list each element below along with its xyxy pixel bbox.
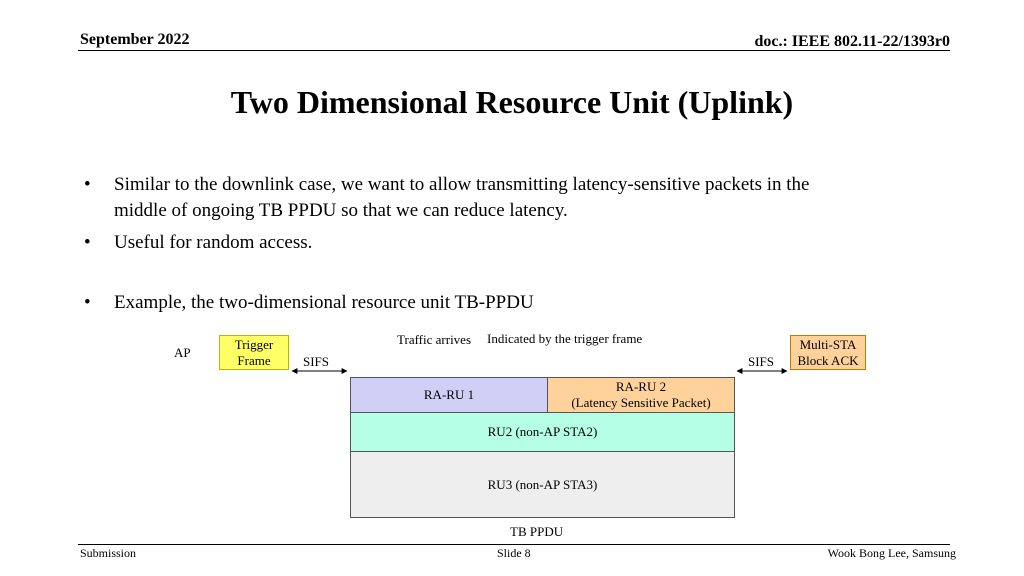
tb-ppdu-label: TB PPDU — [510, 524, 564, 539]
bullet-item: • Similar to the downlink case, we want … — [84, 172, 964, 224]
footer-submission: Submission — [80, 546, 137, 560]
trigger-frame-label: Trigger — [234, 336, 274, 352]
ra-ru2-label: RA-RU 2 — [615, 379, 667, 394]
ra-ru1-box: RA-RU 1 — [350, 377, 548, 413]
ra-ru1-label: RA-RU 1 — [423, 387, 475, 402]
ru2-label: RU2 (non-AP STA2) — [487, 424, 598, 439]
header-rule — [78, 50, 950, 51]
bullet-icon: • — [84, 292, 91, 313]
bullet-item: • Example, the two-dimensional resource … — [84, 290, 964, 316]
bullet-text: Useful for random access. — [114, 232, 313, 253]
traffic-arrives-label: Traffic arrives — [397, 332, 472, 347]
block-ack-label: Block ACK — [797, 352, 859, 368]
bullet-icon: • — [84, 174, 91, 195]
ra-ru2-label: (Latency Sensitive Packet) — [571, 395, 711, 410]
bullet-item: • Useful for random access. — [84, 230, 964, 256]
trigger-frame-label: Frame — [237, 352, 271, 368]
ru3-label: RU3 (non-AP STA3) — [487, 476, 598, 492]
sifs-left-label: SIFS — [303, 354, 330, 369]
multi-sta-block-ack-box: Multi-STA Block ACK — [790, 335, 866, 370]
header-date: September 2022 — [80, 31, 190, 48]
ra-ru2-box: RA-RU 2 (Latency Sensitive Packet) — [547, 377, 735, 413]
ap-label: AP — [174, 345, 191, 360]
trigger-frame-box: Trigger Frame — [219, 335, 289, 370]
bullet-icon: • — [84, 232, 91, 253]
bullet-text: middle of ongoing TB PPDU so that we can… — [114, 200, 568, 221]
slide-title: Two Dimensional Resource Unit (Uplink) — [230, 84, 794, 120]
footer-rule — [78, 544, 950, 545]
footer-slide-number: Slide 8 — [497, 546, 531, 560]
indicated-by-trigger-label: Indicated by the trigger frame — [487, 331, 643, 346]
header-doc-id: doc.: IEEE 802.11-22/1393r0 — [754, 33, 950, 50]
bullet-list: • Similar to the downlink case, we want … — [84, 172, 964, 316]
block-ack-label: Multi-STA — [799, 336, 857, 352]
footer-author: Wook Bong Lee, Samsung — [827, 546, 956, 560]
bullet-text: Example, the two-dimensional resource un… — [114, 292, 534, 313]
bullet-text: Similar to the downlink case, we want to… — [114, 174, 810, 195]
ru3-box: RU3 (non-AP STA3) — [350, 451, 735, 518]
sifs-right-label: SIFS — [748, 354, 775, 369]
ru2-box: RU2 (non-AP STA2) — [350, 412, 735, 452]
